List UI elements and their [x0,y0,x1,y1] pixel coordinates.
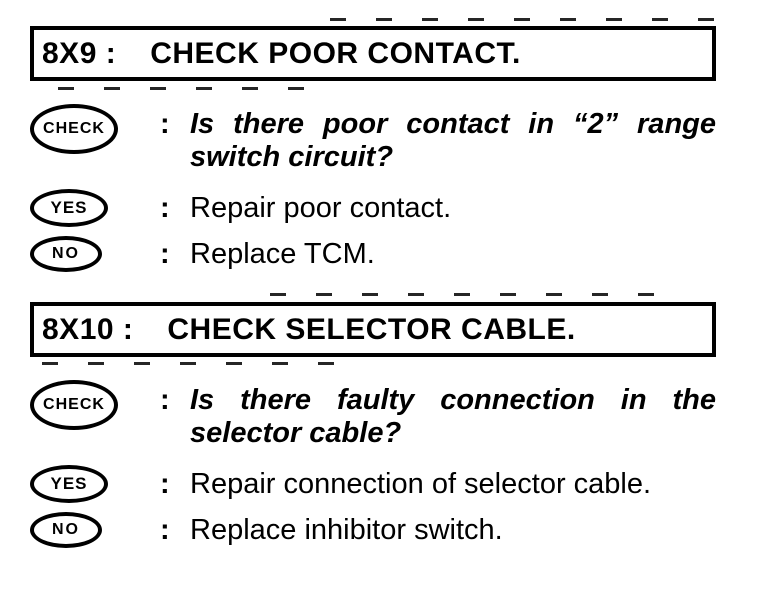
yes-badge: YES [30,465,108,503]
step-title: CHECK SELECTOR CABLE. [167,312,576,346]
scan-artifact [270,293,665,296]
badge-column: YES [30,465,160,503]
diagnostic-step-8x10: 8X10 : CHECK SELECTOR CABLE. CHECK : Is … [30,302,716,548]
no-row: NO : Replace TCM. [30,236,716,272]
badge-column: CHECK [30,380,160,430]
step-title: CHECK POOR CONTACT. [150,36,521,70]
step-code: 8X10 : [42,312,134,346]
scan-artifact [58,87,328,90]
check-row: CHECK : Is there faulty connection in th… [30,380,716,450]
yes-instruction: Repair connection of selector cable. [190,468,652,500]
no-badge: NO [30,512,102,548]
check-badge: CHECK [30,380,118,430]
scan-artifact [330,18,715,21]
badge-column: NO [30,236,160,272]
colon-separator: : [160,108,170,140]
yes-instruction: Repair poor contact. [190,192,452,224]
step-rows: CHECK : Is there faulty connection in th… [30,380,716,548]
colon-separator: : [160,384,170,416]
check-question: Is there faulty connection in the select… [190,384,716,450]
step-rows: CHECK : Is there poor contact in “2” ran… [30,104,716,272]
diagnostic-step-8x9: 8X9 : CHECK POOR CONTACT. CHECK : Is the… [30,26,716,272]
no-instruction: Replace TCM. [190,238,375,270]
step-header-box: 8X10 : CHECK SELECTOR CABLE. [30,302,716,357]
question-line: switch circuit? [190,141,394,173]
check-badge: CHECK [30,104,118,154]
colon-separator: : [160,514,170,546]
badge-column: NO [30,512,160,548]
yes-badge: YES [30,189,108,227]
step-code: 8X9 : [42,36,117,70]
scan-artifact [42,362,342,365]
colon-separator: : [160,468,170,500]
colon-separator: : [160,238,170,270]
question-line: Is there poor contact in “2” range [190,108,716,140]
step-header-box: 8X9 : CHECK POOR CONTACT. [30,26,716,81]
no-badge: NO [30,236,102,272]
check-question: Is there poor contact in “2” range switc… [190,108,716,174]
badge-column: YES [30,189,160,227]
yes-row: YES : Repair poor contact. [30,189,716,227]
yes-row: YES : Repair connection of selector cabl… [30,465,716,503]
no-instruction: Replace inhibitor switch. [190,514,503,546]
colon-separator: : [160,192,170,224]
no-row: NO : Replace inhibitor switch. [30,512,716,548]
badge-column: CHECK [30,104,160,154]
question-line: Is there faulty connection in the [190,384,716,416]
question-line: selector cable? [190,417,402,449]
check-row: CHECK : Is there poor contact in “2” ran… [30,104,716,174]
